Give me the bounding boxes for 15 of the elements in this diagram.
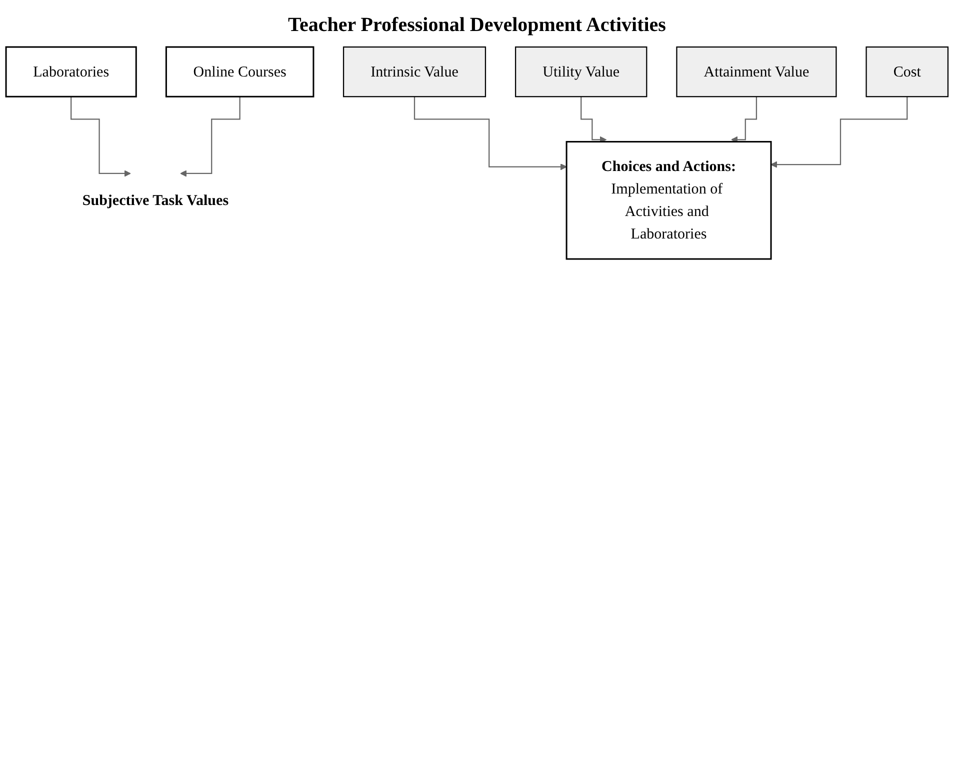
arrow [731, 96, 758, 143]
arrow [580, 96, 607, 143]
node-text: Subjective Task Values [82, 192, 229, 209]
node-box: Online Courses [165, 46, 314, 98]
node-box: Utility Value [514, 46, 648, 98]
arrow [414, 96, 567, 170]
node-box: Laboratories [5, 46, 137, 98]
arrow [770, 96, 908, 168]
arrow [70, 96, 131, 177]
node-box: Cost [866, 46, 949, 98]
node-box: Attainment Value [676, 46, 837, 98]
node-box: Intrinsic Value [342, 46, 486, 98]
diagram-title: Teacher Professional Development Activities [287, 14, 667, 37]
arrow [180, 96, 240, 177]
node-box: Choices and Actions: Implementation of Activities and Laboratories [566, 140, 772, 260]
